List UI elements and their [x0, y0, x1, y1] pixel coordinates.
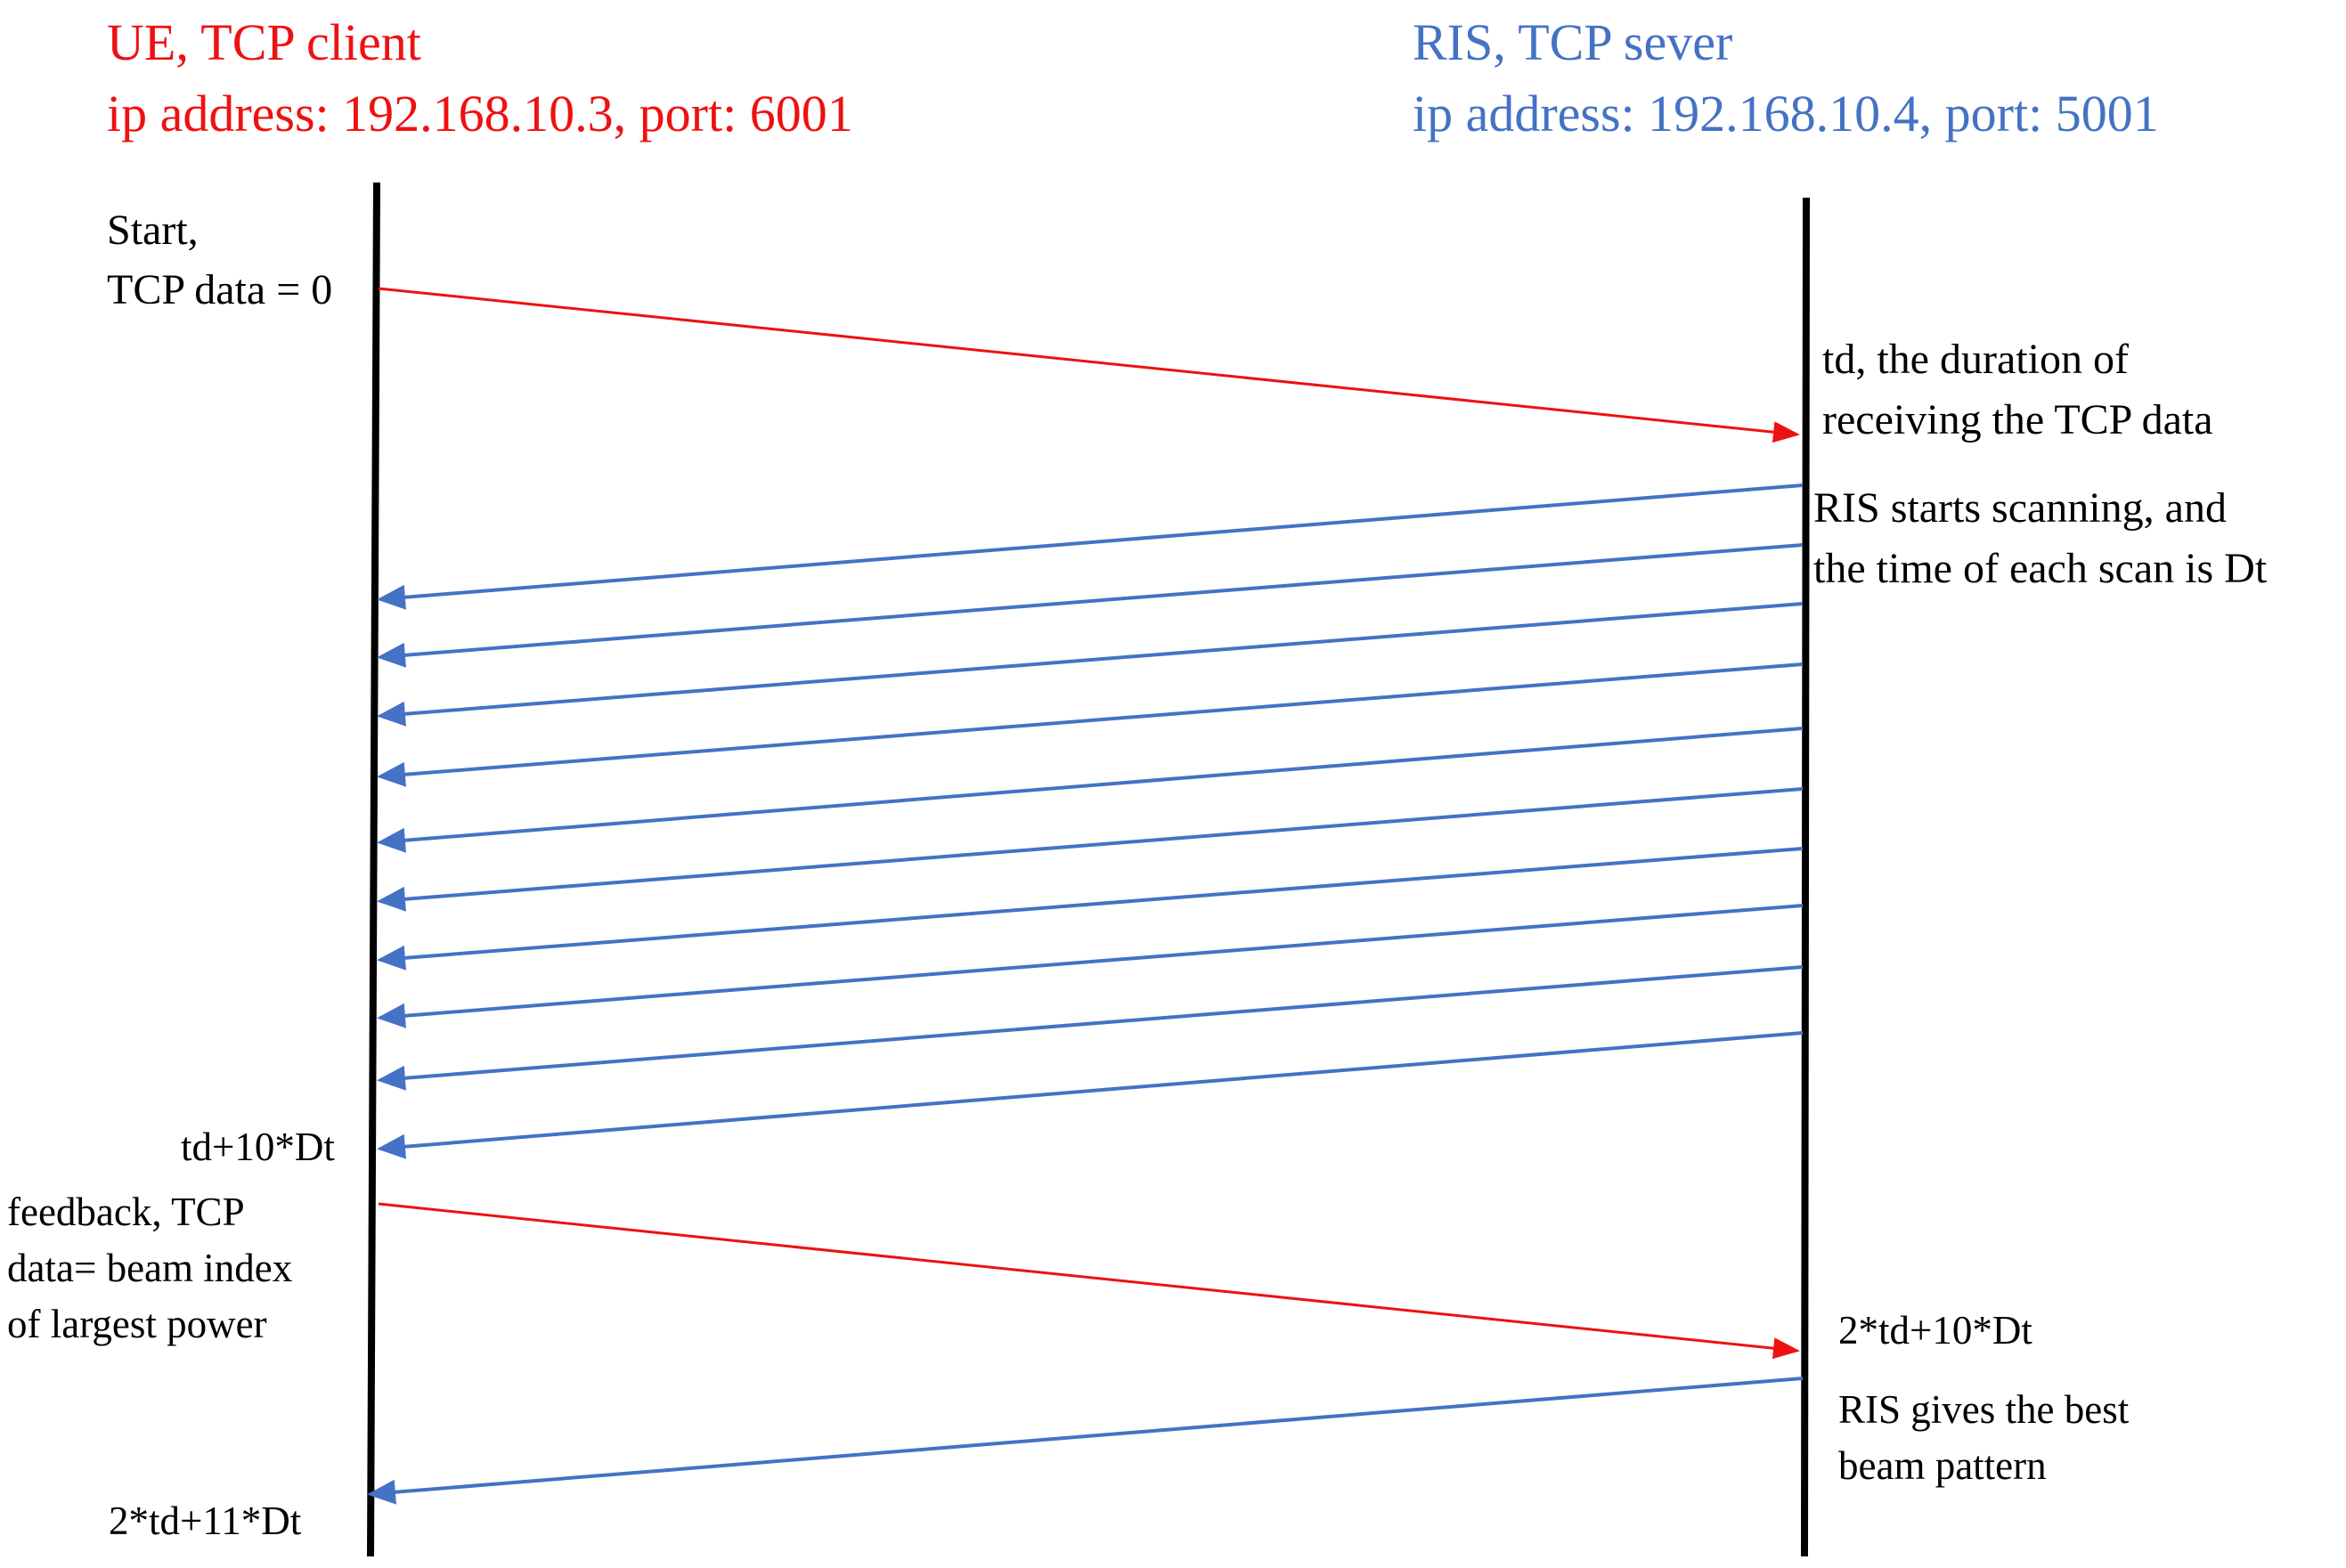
scan-response-arrow-5 [377, 727, 1804, 853]
ris-address: ip address: 192.168.10.4, port: 5001 [1413, 85, 2159, 142]
response-arrow-best-beam [367, 1377, 1804, 1505]
label-time-after-scan: td+10*Dt [181, 1125, 335, 1169]
label-scan-line1: RIS starts scanning, and [1813, 484, 2227, 532]
scan-response-arrow-1 [377, 483, 1804, 610]
scan-response-arrow-3 [377, 602, 1804, 727]
scan-response-arrow-6 [377, 787, 1804, 912]
scan-response-arrow-2 [377, 543, 1804, 668]
request-arrow-feedback [378, 1202, 1800, 1360]
ris-title: RIS, TCP sever [1413, 13, 1733, 71]
label-best-line1: RIS gives the best [1838, 1387, 2130, 1432]
label-scan-line2: the time of each scan is Dt [1813, 545, 2268, 592]
label-best-line2: beam pattern [1838, 1443, 2047, 1488]
label-tcp-data-zero: TCP data = 0 [107, 266, 333, 313]
label-td-line1: td, the duration of [1822, 336, 2129, 383]
label-feedback-line3: of largest power [7, 1302, 267, 1346]
label-feedback-line2: data= beam index [7, 1246, 293, 1290]
scan-arrows [377, 483, 1804, 1159]
scan-response-arrow-9 [377, 965, 1804, 1091]
ue-address: ip address: 192.168.10.3, port: 6001 [107, 85, 853, 142]
request-arrow-start [378, 287, 1800, 443]
scan-response-arrow-10 [377, 1031, 1804, 1159]
scan-response-arrow-8 [377, 904, 1804, 1028]
ue-lifeline [367, 182, 380, 1557]
label-feedback-line1: feedback, TCP [7, 1190, 245, 1234]
label-start: Start, [107, 207, 199, 254]
label-time-final: 2*td+11*Dt [109, 1499, 302, 1543]
scan-response-arrow-7 [377, 847, 1804, 971]
label-td-line2: receiving the TCP data [1822, 396, 2213, 443]
scan-response-arrow-4 [377, 662, 1804, 787]
ue-title: UE, TCP client [107, 13, 421, 71]
label-time-feedback-rx: 2*td+10*Dt [1838, 1308, 2032, 1353]
ris-lifeline [1801, 197, 1810, 1557]
